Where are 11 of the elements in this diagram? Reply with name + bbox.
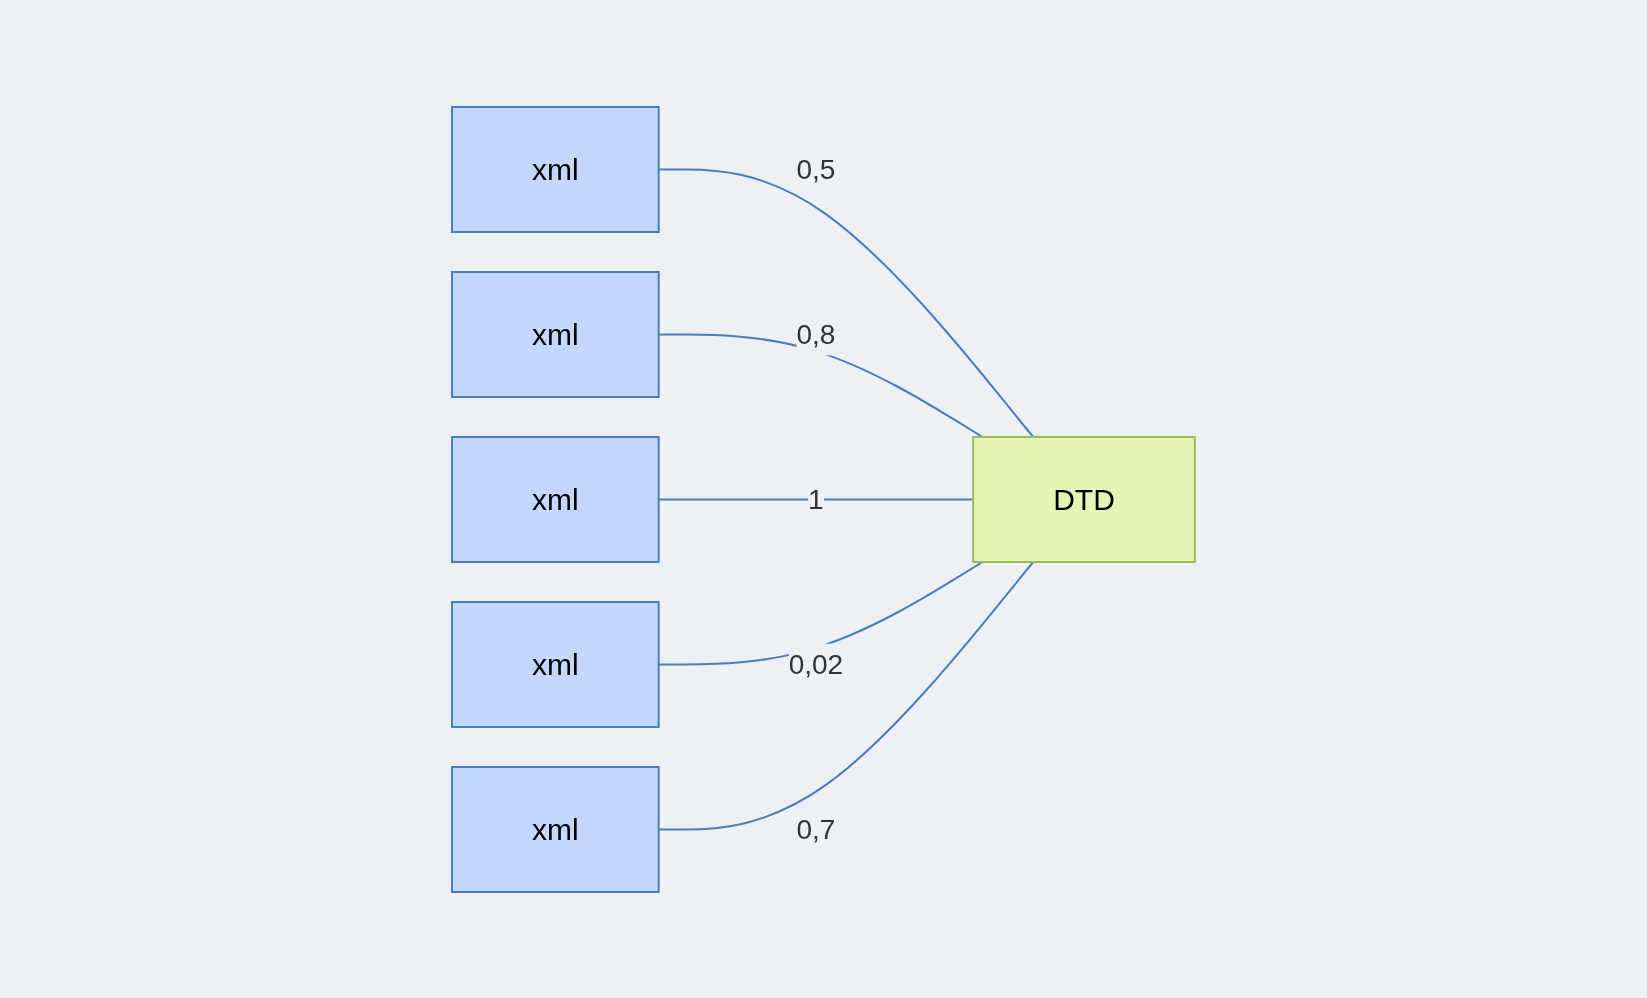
node-box: DTD [972,435,1196,563]
node-box: xml [451,765,660,893]
edge-label: 1 [808,483,824,514]
node-box: xml [451,270,660,398]
edge-label: 0,8 [796,318,836,349]
edge-label: 0,7 [796,813,836,844]
node-box: xml [451,600,660,728]
edge-label: 0,5 [796,153,836,184]
node-box: xml [451,435,660,563]
node-box: xml [451,105,660,233]
edge-label: 0,02 [788,648,844,679]
